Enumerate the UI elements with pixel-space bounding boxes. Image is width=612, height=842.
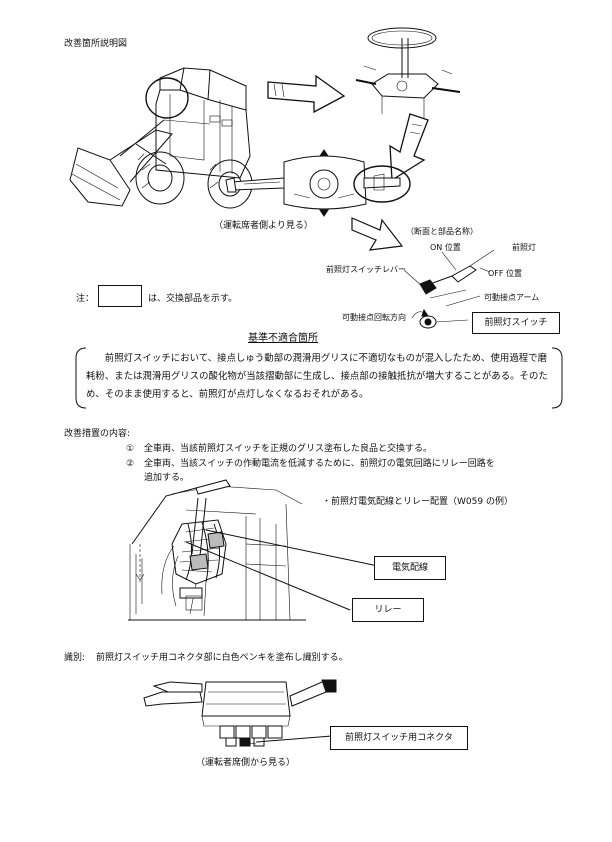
cab-wiring-drawing (128, 479, 306, 621)
measure-2-text-line1: 全車両、当該スイッチの作動電流を低減するために、前照灯の電気回路にリレー回路を (144, 459, 495, 469)
defect-body: 前照灯スイッチにおいて、接点しゅう動部の潤滑用グリスに不適切なものが混入したため… (86, 353, 548, 400)
note-suffix: は、交換部品を示す。 (148, 294, 238, 304)
label-headlamp: 前照灯 (512, 243, 536, 252)
measure-2-text-line2: 追加する。 (144, 473, 190, 483)
identification-view-caption: （運転者席側から見る） (196, 758, 296, 768)
wiring-label-box: 電気配線 (374, 556, 446, 580)
wiring-diagram-caption: ・前照灯電気配線とリレー配置（W059 の例） (322, 497, 513, 507)
note-prefix: 注： (76, 294, 95, 304)
identification-label: 識別: (64, 653, 86, 663)
arrow-down-right-icon (351, 217, 404, 251)
arrow-right-icon (267, 74, 346, 114)
steering-column-drawing (355, 27, 461, 118)
switch-cross-section-drawing (403, 249, 495, 329)
switch-label-box: 前照灯スイッチ (472, 312, 560, 334)
label-lever: 前照灯スイッチレバー (326, 265, 406, 274)
relay-label-box: リレー (352, 598, 424, 622)
label-rotation-direction: 可動接点回転方向 (342, 313, 406, 322)
measure-1-num: ① (126, 444, 135, 454)
label-movable-arm: 可動接点アーム (484, 293, 540, 302)
identification-text: 前照灯スイッチ用コネクタ部に白色ペンキを塗布し識別する。 (96, 653, 348, 663)
measures-heading: 改善措置の内容: (64, 429, 131, 439)
connector-label-box: 前照灯スイッチ用コネクタ (330, 726, 468, 750)
driver-view-caption: （運転席者側より見る） (214, 221, 313, 231)
defect-heading: 基準不適合箇所 (248, 333, 318, 344)
section-title: 改善箇所説明図 (64, 39, 128, 49)
note-sample-box (98, 285, 142, 307)
wheel-loader-drawing (69, 67, 253, 209)
cross-section-caption: （断面と部品名称） (406, 227, 478, 236)
measure-1-text: 全車両、当該前照灯スイッチを正規のグリス塗布した良品と交換する。 (144, 444, 433, 454)
label-off-position: OFF 位置 (488, 269, 523, 278)
combination-switch-drawing (225, 149, 411, 217)
defect-bracket (75, 347, 563, 409)
measure-2-num: ② (126, 459, 135, 469)
label-on-position: ON 位置 (430, 243, 461, 252)
arrow-down-icon (389, 113, 429, 182)
